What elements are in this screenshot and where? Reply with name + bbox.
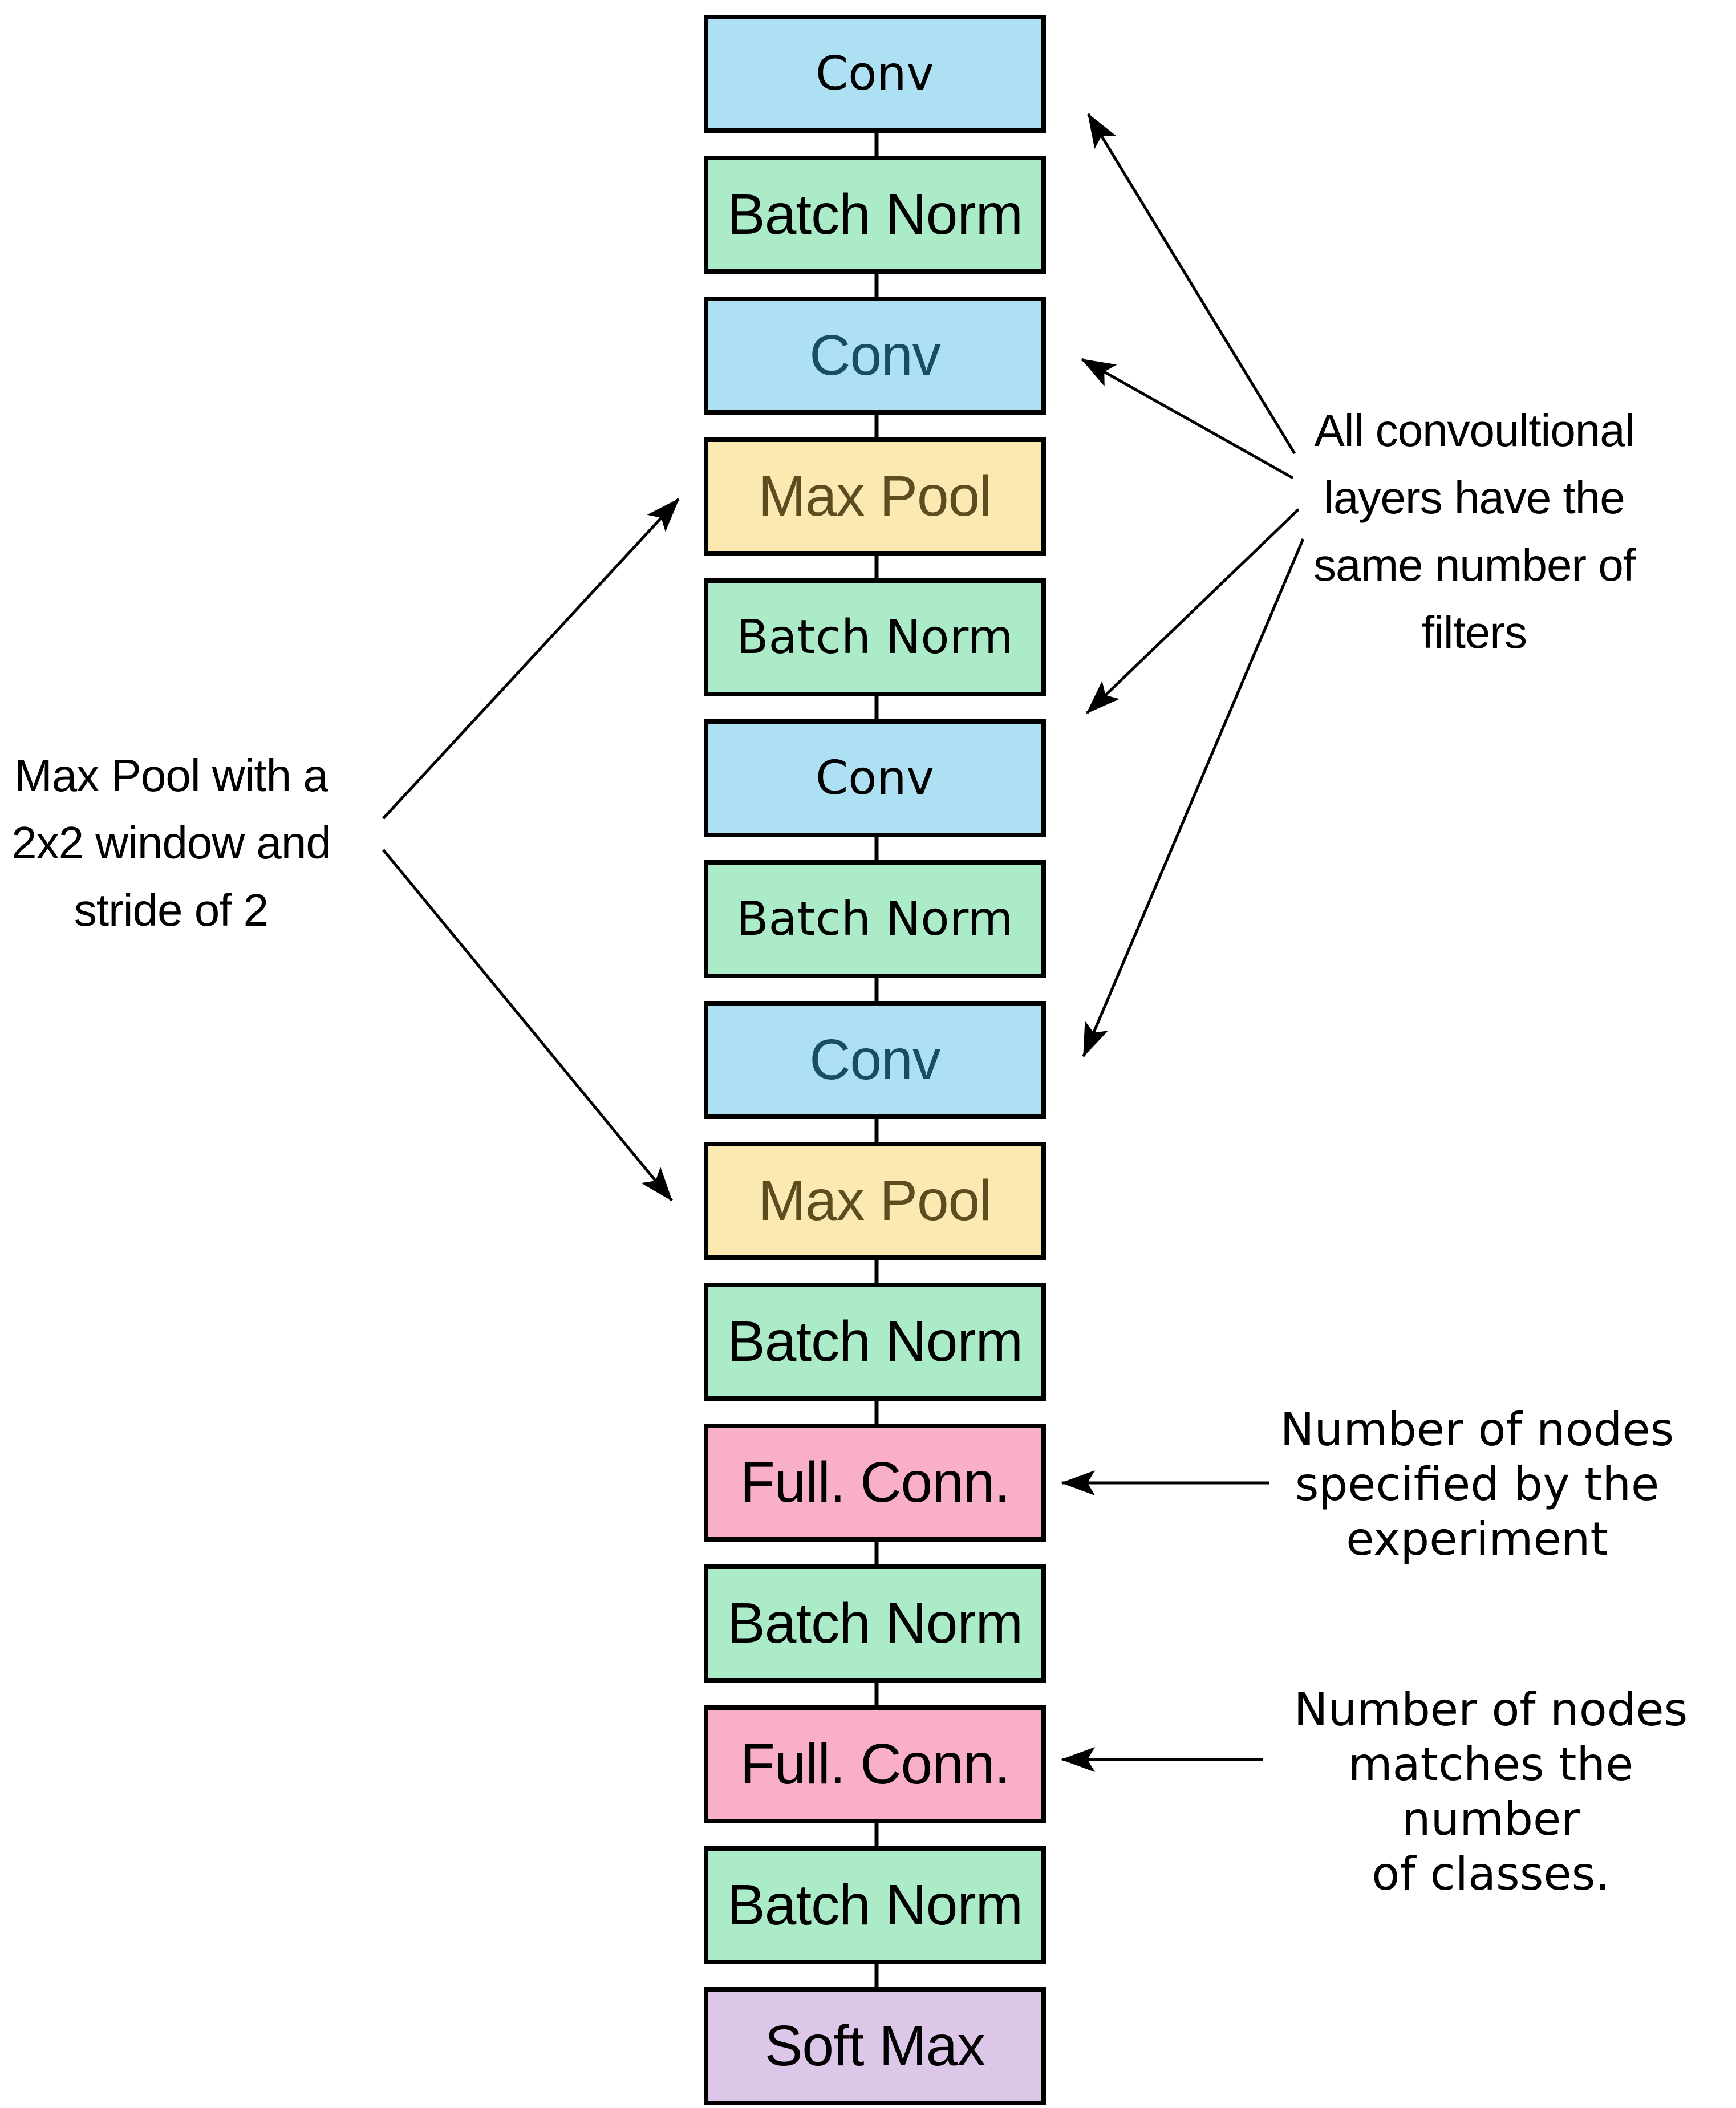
annotation-conv-filters: All convoultional layers have the same n…	[1275, 397, 1674, 666]
arrow-conv-1	[1086, 113, 1296, 455]
annotation-fullconn-nodes-line: Number of nodes	[1280, 1403, 1674, 1456]
layer-box-batchnorm-4: Batch Norm	[704, 1283, 1046, 1401]
layer-box-conv-2: Conv	[704, 297, 1046, 415]
layer-box-fullconn-1: Full. Conn.	[704, 1424, 1046, 1542]
arrow-maxpool-lower	[382, 849, 673, 1202]
layer-box-maxpool-1: Max Pool	[704, 437, 1046, 556]
annotation-maxpool-line: stride of 2	[74, 885, 269, 935]
layer-box-conv-3: Conv	[704, 719, 1046, 837]
annotation-fullconn-classes-line: matches the number	[1348, 1738, 1634, 1846]
annotation-fullconn-nodes-line: experiment	[1346, 1513, 1608, 1566]
layer-box-batchnorm-6: Batch Norm	[704, 1846, 1046, 1964]
arrow-maxpool-upper	[382, 498, 680, 820]
annotation-fullconn-classes-line: of classes.	[1372, 1847, 1610, 1900]
annotation-fullconn-nodes: Number of nodes specified by the experim…	[1272, 1402, 1682, 1567]
arrow-conv-4	[1082, 538, 1305, 1057]
layer-box-batchnorm-5: Batch Norm	[704, 1564, 1046, 1683]
arrow-conv-3	[1086, 508, 1300, 714]
layer-box-batchnorm-1: Batch Norm	[704, 156, 1046, 274]
annotation-maxpool-line: 2x2 window and	[11, 817, 331, 868]
annotation-maxpool-line: Max Pool with a	[14, 750, 328, 801]
layer-box-batchnorm-3: Batch Norm	[704, 860, 1046, 978]
layer-box-batchnorm-2: Batch Norm	[704, 578, 1046, 696]
annotation-conv-filters-line: same number of	[1313, 540, 1636, 590]
layer-box-softmax: Soft Max	[704, 1987, 1046, 2105]
layer-box-conv-1: Conv	[704, 15, 1046, 133]
annotation-conv-filters-line: layers have the	[1324, 472, 1625, 523]
annotation-fullconn-nodes-line: specified by the	[1295, 1458, 1660, 1511]
layer-box-maxpool-2: Max Pool	[704, 1142, 1046, 1260]
arrow-conv-2	[1081, 358, 1294, 480]
annotation-conv-filters-line: filters	[1421, 607, 1527, 658]
layer-box-conv-4: Conv	[704, 1001, 1046, 1119]
layer-box-fullconn-2: Full. Conn.	[704, 1705, 1046, 1823]
annotation-fullconn-classes: Number of nodes matches the number of cl…	[1263, 1683, 1719, 1902]
annotation-conv-filters-line: All convoultional	[1314, 405, 1634, 456]
annotation-fullconn-classes-line: Number of nodes	[1293, 1683, 1688, 1736]
annotation-maxpool: Max Pool with a 2x2 window and stride of…	[0, 742, 342, 944]
